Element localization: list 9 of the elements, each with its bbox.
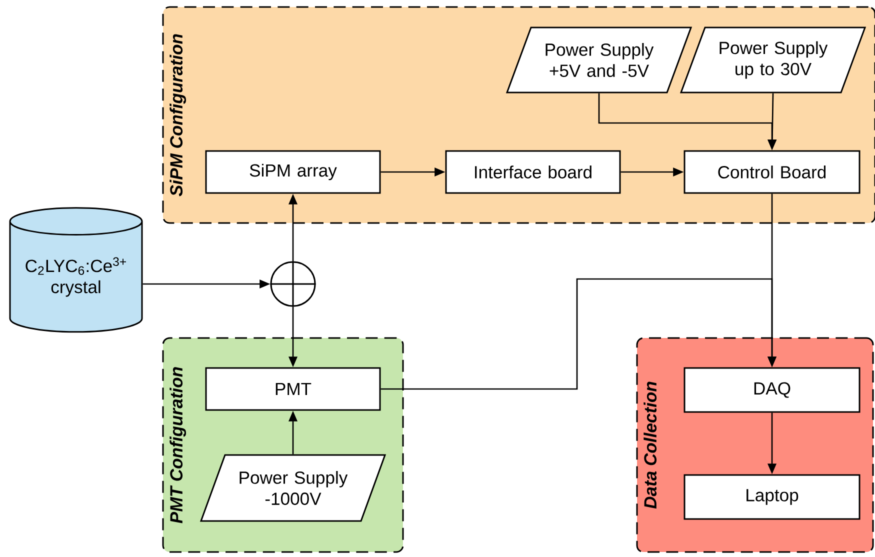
arrow — [380, 278, 777, 390]
process-box: Control Board — [684, 150, 860, 194]
process-box: SiPM array — [205, 150, 381, 194]
summing-junction — [270, 261, 316, 307]
process-box: Laptop — [684, 474, 860, 520]
process-box: DAQ — [684, 367, 860, 413]
process-box: Interface board — [445, 150, 621, 194]
crystal-cylinder: C$_{2}$LYC$_{6}$:Ce$^{3+}$ crystal — [9, 207, 143, 333]
process-box: PMT — [205, 367, 381, 411]
